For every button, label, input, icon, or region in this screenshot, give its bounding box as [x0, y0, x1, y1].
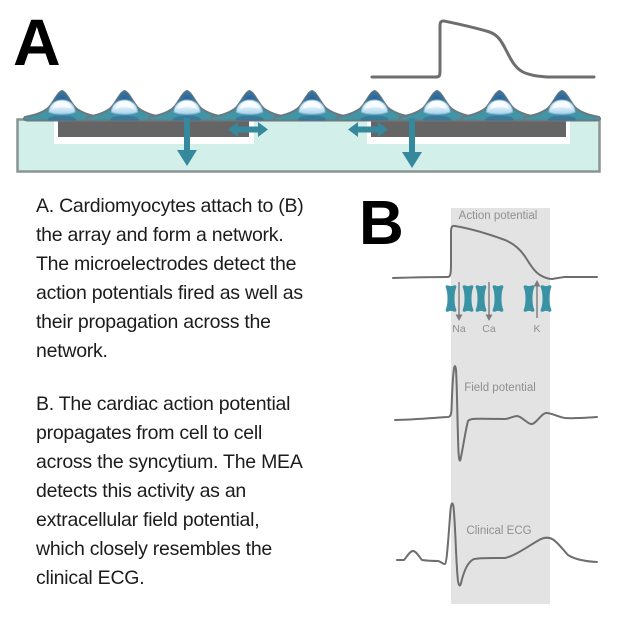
field-potential-label: Field potential — [464, 382, 536, 394]
ca-label: Ca — [482, 323, 496, 335]
ca-inflow-arrowhead — [485, 314, 493, 321]
clinical-ecg-trace — [396, 502, 598, 587]
propagation-double-arrow — [348, 122, 388, 137]
action-potential-trace — [392, 224, 598, 280]
panel-a-diagram — [16, 19, 633, 173]
caption-a: A. Cardiomyocytes attach to (B) the arra… — [36, 195, 304, 362]
signal-detection-down-arrow — [177, 118, 197, 166]
k-label: K — [533, 323, 540, 335]
k-outflow-arrowhead — [533, 280, 541, 287]
cardiomyocyte-cell — [524, 88, 600, 124]
field-potential-trace — [394, 365, 598, 462]
action-potential-label: Action potential — [459, 210, 538, 222]
microelectrode-bar-right — [371, 121, 566, 137]
panel-b-label: B — [359, 189, 404, 258]
clinical-ecg-label: Clinical ECG — [466, 525, 531, 537]
action-potential-trace-small — [370, 19, 596, 79]
na-inflow-arrowhead — [455, 314, 463, 321]
signal-detection-down-arrow — [402, 118, 422, 168]
panel-a-label: A — [13, 5, 61, 79]
propagation-double-arrow — [228, 122, 268, 137]
highlight-band — [451, 208, 550, 604]
microelectrode-bar-left — [58, 121, 249, 137]
panel-b-diagram: Action potential Na Ca K Field potential… — [392, 208, 598, 604]
caption-b: B. The cardiac action potential propagat… — [36, 393, 303, 589]
na-label: Na — [452, 323, 466, 335]
